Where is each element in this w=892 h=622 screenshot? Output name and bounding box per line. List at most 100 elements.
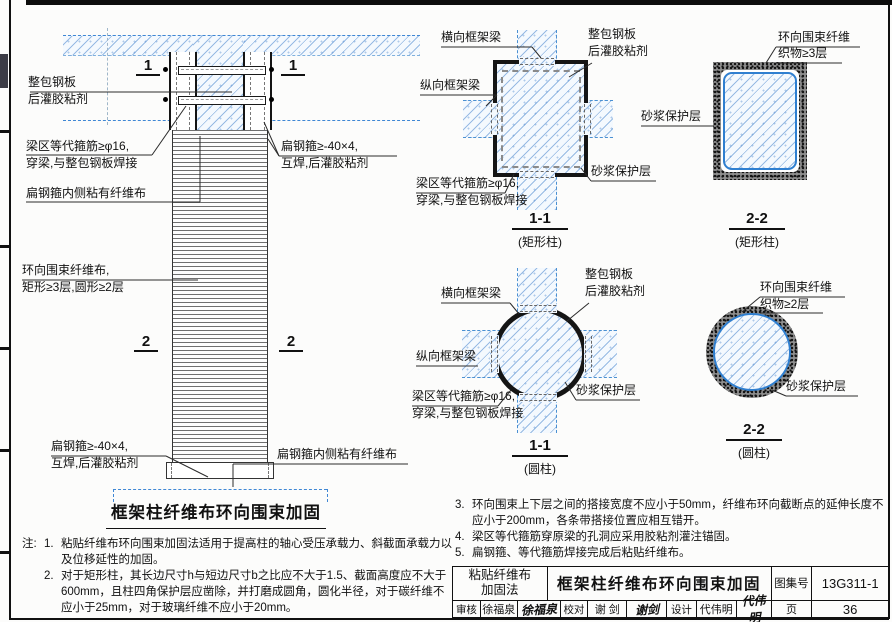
review-label-cell: 审核 [453, 600, 481, 618]
fiber-wrap-boundary-circle [713, 313, 791, 391]
checker-cell: 谢 剑 [588, 600, 628, 618]
frame-tick [0, 347, 9, 350]
note-item: 3.环向围束上下层之间的搭接宽度不应小于50mm，纤维布环向截断点的延伸长度不应… [455, 497, 885, 529]
design-label-cell: 设计 [667, 600, 697, 618]
section-mark-2-right: 2 [279, 333, 303, 352]
equivalent-stirrup-bar [178, 66, 266, 75]
section-caption-rect22: 2-2 [729, 210, 785, 230]
hidden-wrap-dashes [583, 103, 592, 135]
base-hidden-edge [171, 463, 172, 478]
label-wrap-plate: 整包钢板后灌胶粘剂 [588, 27, 649, 58]
top-black-bar [26, 0, 892, 5]
label-equivalent-stirrup: 梁区等代箍筋≥φ16,穿梁,与整包钢板焊接 [412, 389, 524, 420]
note-text: 对于矩形柱，其长边尺寸h与短边尺寸b之比应不大于1.5、截面高度应不大于600m… [61, 570, 447, 614]
beam-break-line [107, 28, 108, 125]
note-text: 扁钢箍、等代箍筋焊接完成后粘贴纤维布。 [472, 547, 691, 559]
label-fiber-wrap-3: 环向围束纤维织物≥3层 [778, 30, 851, 60]
frame-tick [0, 449, 9, 452]
section-mark-2-left: 2 [134, 333, 158, 352]
floor-line [113, 489, 327, 490]
atlas-label-cell: 图集号 [772, 567, 813, 600]
equivalent-stirrup-bar [178, 96, 266, 105]
atlas-number: 13G311-1 [821, 575, 879, 591]
title-block: 粘贴纤维布加固法 框架柱纤维布环向围束加固 图集号 13G311-1 审核 徐福… [452, 566, 889, 622]
section-subcaption-rect11: (矩形柱) [518, 235, 562, 249]
floor-line-end [113, 489, 114, 502]
label-flat-steel-hoop-right: 扁钢箍≥-40×4,互焊,后灌胶粘剂 [281, 139, 369, 170]
tie-bar-dashed [502, 166, 580, 168]
note-item: 1. 粘贴纤维布环向围束加固法适用于提高柱的轴心受压承载力、斜截面承载力以及位移延… [44, 536, 454, 568]
method-name: 粘贴纤维布加固法 [468, 568, 532, 598]
notes-left: 注: 1. 粘贴纤维布环向围束加固法适用于提高柱的轴心受压承载力、斜截面承载力以及… [22, 536, 454, 616]
binding-mark [0, 54, 8, 88]
designer-signature: 代伟明 [740, 593, 766, 622]
wrap-steel-plate-right [243, 52, 272, 130]
frame-right [888, 4, 890, 619]
frame-bottom [9, 618, 889, 620]
elevation-caption: 框架柱纤维布环向围束加固 [106, 499, 326, 529]
label-wrap-plate: 整包钢板后灌胶粘剂 [585, 267, 646, 298]
label-transverse-beam: 横向框架梁 [441, 30, 502, 44]
hidden-wrap-dashes [519, 304, 557, 313]
label-hoop-fiber-layers: 环向围束纤维布,矩形≥3层,圆形≥2层 [22, 263, 124, 294]
title-block-row2: 审核 徐福泉 徐福泉 校对 谢 剑 谢剑 设计 代伟明 代伟明 页 36 [453, 593, 888, 622]
designer-cell: 代伟明 [697, 600, 737, 618]
label-mortar-layer: 砂浆保护层 [786, 379, 847, 393]
section-subcaption-circ22: (圆柱) [738, 446, 770, 460]
section-subcaption-rect22: (矩形柱) [735, 235, 779, 249]
sheet-title-cell: 框架柱纤维布环向围束加固 [548, 567, 772, 600]
frame-tick [0, 130, 9, 133]
tie-bar-dashed [502, 70, 580, 72]
note-text: 梁区等代箍筋穿原梁的孔洞应采用胶粘剂灌注锚固。 [472, 531, 737, 543]
section-caption-circ22: 2-2 [726, 421, 782, 441]
label-flat-steel-hoop-bottom: 扁钢箍≥-40×4,互焊,后灌胶粘剂 [51, 439, 139, 470]
weld-dot [269, 67, 274, 72]
hidden-wrap-dashes [519, 393, 557, 402]
designer-signature-cell: 代伟明 [737, 593, 772, 622]
label-mortar-layer: 砂浆保护层 [576, 383, 637, 397]
note-number: 5. [455, 547, 465, 559]
tie-bar-dashed [501, 77, 503, 161]
wrap-steel-plate-left [169, 52, 197, 130]
note-text: 粘贴纤维布环向围束加固法适用于提高柱的轴心受压承载力、斜截面承载力以及位移延性的… [61, 538, 452, 566]
note-number: 2. [44, 570, 54, 582]
floor-line-end [327, 489, 328, 502]
base-hidden-edge [268, 463, 269, 478]
reviewer-signature: 徐福泉 [520, 601, 557, 618]
weld-dot [163, 67, 168, 72]
label-mortar-layer: 砂浆保护层 [591, 164, 652, 178]
label-equivalent-stirrup: 梁区等代箍筋≥φ16,穿梁,与整包钢板焊接 [416, 176, 528, 207]
frame-tick [0, 245, 9, 248]
label-longitudinal-beam: 纵向框架梁 [416, 349, 477, 363]
section-subcaption-circ11: (圆柱) [524, 462, 556, 476]
reviewer-signature-cell: 徐福泉 [518, 600, 561, 618]
label-flat-hoop-inner-fiber-right: 扁钢箍内侧粘有纤维布 [277, 447, 398, 461]
column-base [166, 462, 274, 479]
note-number: 1. [44, 538, 54, 550]
atlas-number-cell: 13G311-1 [812, 567, 888, 600]
notes-prefix: 注: [22, 538, 37, 550]
checker-signature: 谢剑 [634, 601, 659, 618]
circular-column-section [493, 307, 587, 401]
note-item: 5. 扁钢箍、等代箍筋焊接完成后粘贴纤维布。 [455, 545, 885, 561]
fiber-wrapped-column [172, 130, 268, 462]
hidden-wrap-dashes [519, 57, 555, 66]
check-label-cell: 校对 [561, 600, 589, 618]
tie-bar-dashed [579, 77, 581, 161]
hidden-wrap-dashes [519, 170, 555, 179]
checker-signature-cell: 谢剑 [627, 600, 668, 618]
column-core-hatch [193, 36, 243, 130]
frame-left [9, 0, 11, 620]
note-number: 4. [455, 531, 465, 543]
label-equivalent-stirrup: 梁区等代箍筋≥φ16,穿梁,与整包钢板焊接 [26, 139, 138, 170]
label-fiber-wrap-2: 环向围束纤维织物≥2层 [760, 280, 833, 311]
section-caption-circ11: 1-1 [512, 437, 568, 457]
label-wrap-plate: 整包钢板后灌胶粘剂 [28, 75, 89, 106]
weld-dot [269, 97, 274, 102]
page-label-cell: 页 [772, 600, 813, 618]
section-mark-1-right: 1 [281, 57, 305, 76]
label-transverse-beam: 横向框架梁 [441, 286, 502, 300]
title-block-row1: 粘贴纤维布加固法 框架柱纤维布环向围束加固 图集号 13G311-1 [453, 567, 888, 601]
rect-column-section [493, 60, 588, 177]
note-item: 2. 对于矩形柱，其长边尺寸h与短边尺寸b之比应不大于1.5、截面高度应不大于60… [44, 568, 454, 616]
